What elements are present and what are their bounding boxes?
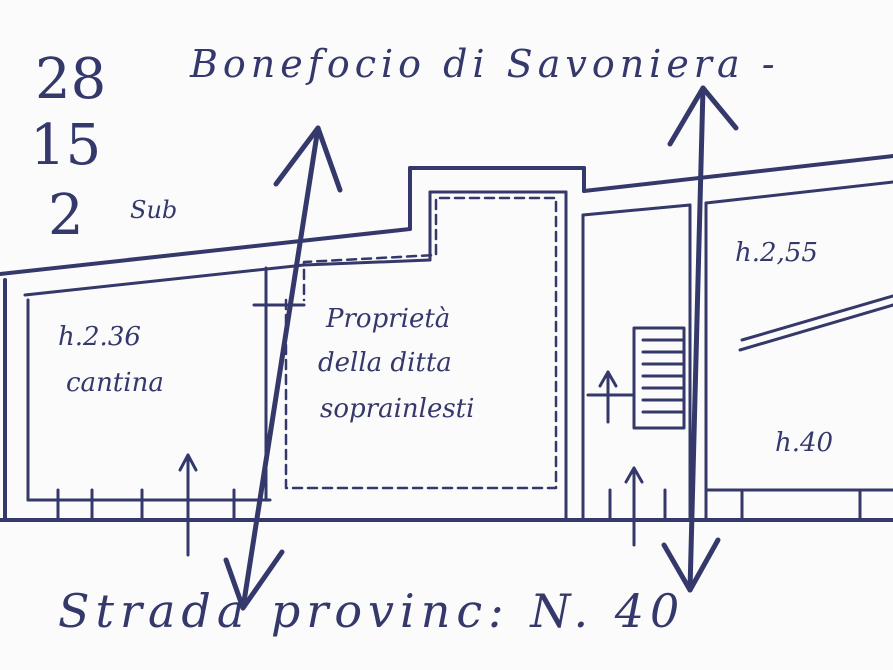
right-room-lower-height: h.40 bbox=[775, 428, 834, 458]
property-dashed-boundary bbox=[284, 196, 558, 490]
property-label-line-2: della ditta bbox=[318, 348, 452, 378]
northern-boundary-label: Bonefocio di Savoniera - bbox=[190, 42, 780, 86]
property-label-line-3: soprainlesti bbox=[320, 394, 475, 424]
orientation-line-left bbox=[240, 125, 321, 611]
arrow-head-icon bbox=[598, 370, 618, 388]
facade-openings bbox=[56, 488, 862, 522]
orientation-line-right bbox=[687, 85, 706, 593]
parcel-number: 15 bbox=[30, 113, 102, 178]
property-boundary bbox=[284, 196, 558, 490]
stair-room-top-wall bbox=[581, 203, 692, 217]
property-label-line-1: Proprietà bbox=[326, 304, 451, 334]
inner-wall-top-left bbox=[23, 263, 306, 297]
arrow-head-icon bbox=[624, 466, 644, 484]
right-room-height: h.2,55 bbox=[735, 238, 818, 268]
crossed-out-text-mark bbox=[738, 303, 893, 352]
south-arrow-head-icon bbox=[223, 549, 285, 611]
left-room-name: cantina bbox=[66, 368, 164, 398]
outer-wall-top-left bbox=[0, 227, 412, 276]
south-arrow-head-icon bbox=[661, 537, 721, 593]
building-outline bbox=[0, 154, 893, 522]
outer-wall-top-right bbox=[582, 154, 893, 193]
orientation-arrows bbox=[223, 85, 739, 611]
left-room-height: h.2.36 bbox=[58, 322, 141, 352]
strikethrough-marks bbox=[738, 294, 893, 352]
north-arrow-head-icon bbox=[273, 125, 343, 193]
crossed-out-text-mark bbox=[740, 294, 893, 342]
arrow-head-icon bbox=[178, 453, 198, 472]
sheet-number: 28 bbox=[35, 47, 107, 112]
southern-road-label: Strada provinc: N. 40 bbox=[58, 584, 686, 638]
access-arrows bbox=[178, 303, 644, 557]
subunit-number: 2 bbox=[48, 183, 84, 248]
north-arrow-head-icon bbox=[667, 85, 739, 147]
inner-walls bbox=[23, 180, 893, 522]
staircase bbox=[632, 326, 686, 430]
staircase-outline bbox=[632, 326, 686, 430]
right-room-top-wall bbox=[704, 180, 893, 205]
subunit-label: Sub bbox=[130, 196, 178, 224]
inner-wall-top-step bbox=[302, 258, 432, 267]
